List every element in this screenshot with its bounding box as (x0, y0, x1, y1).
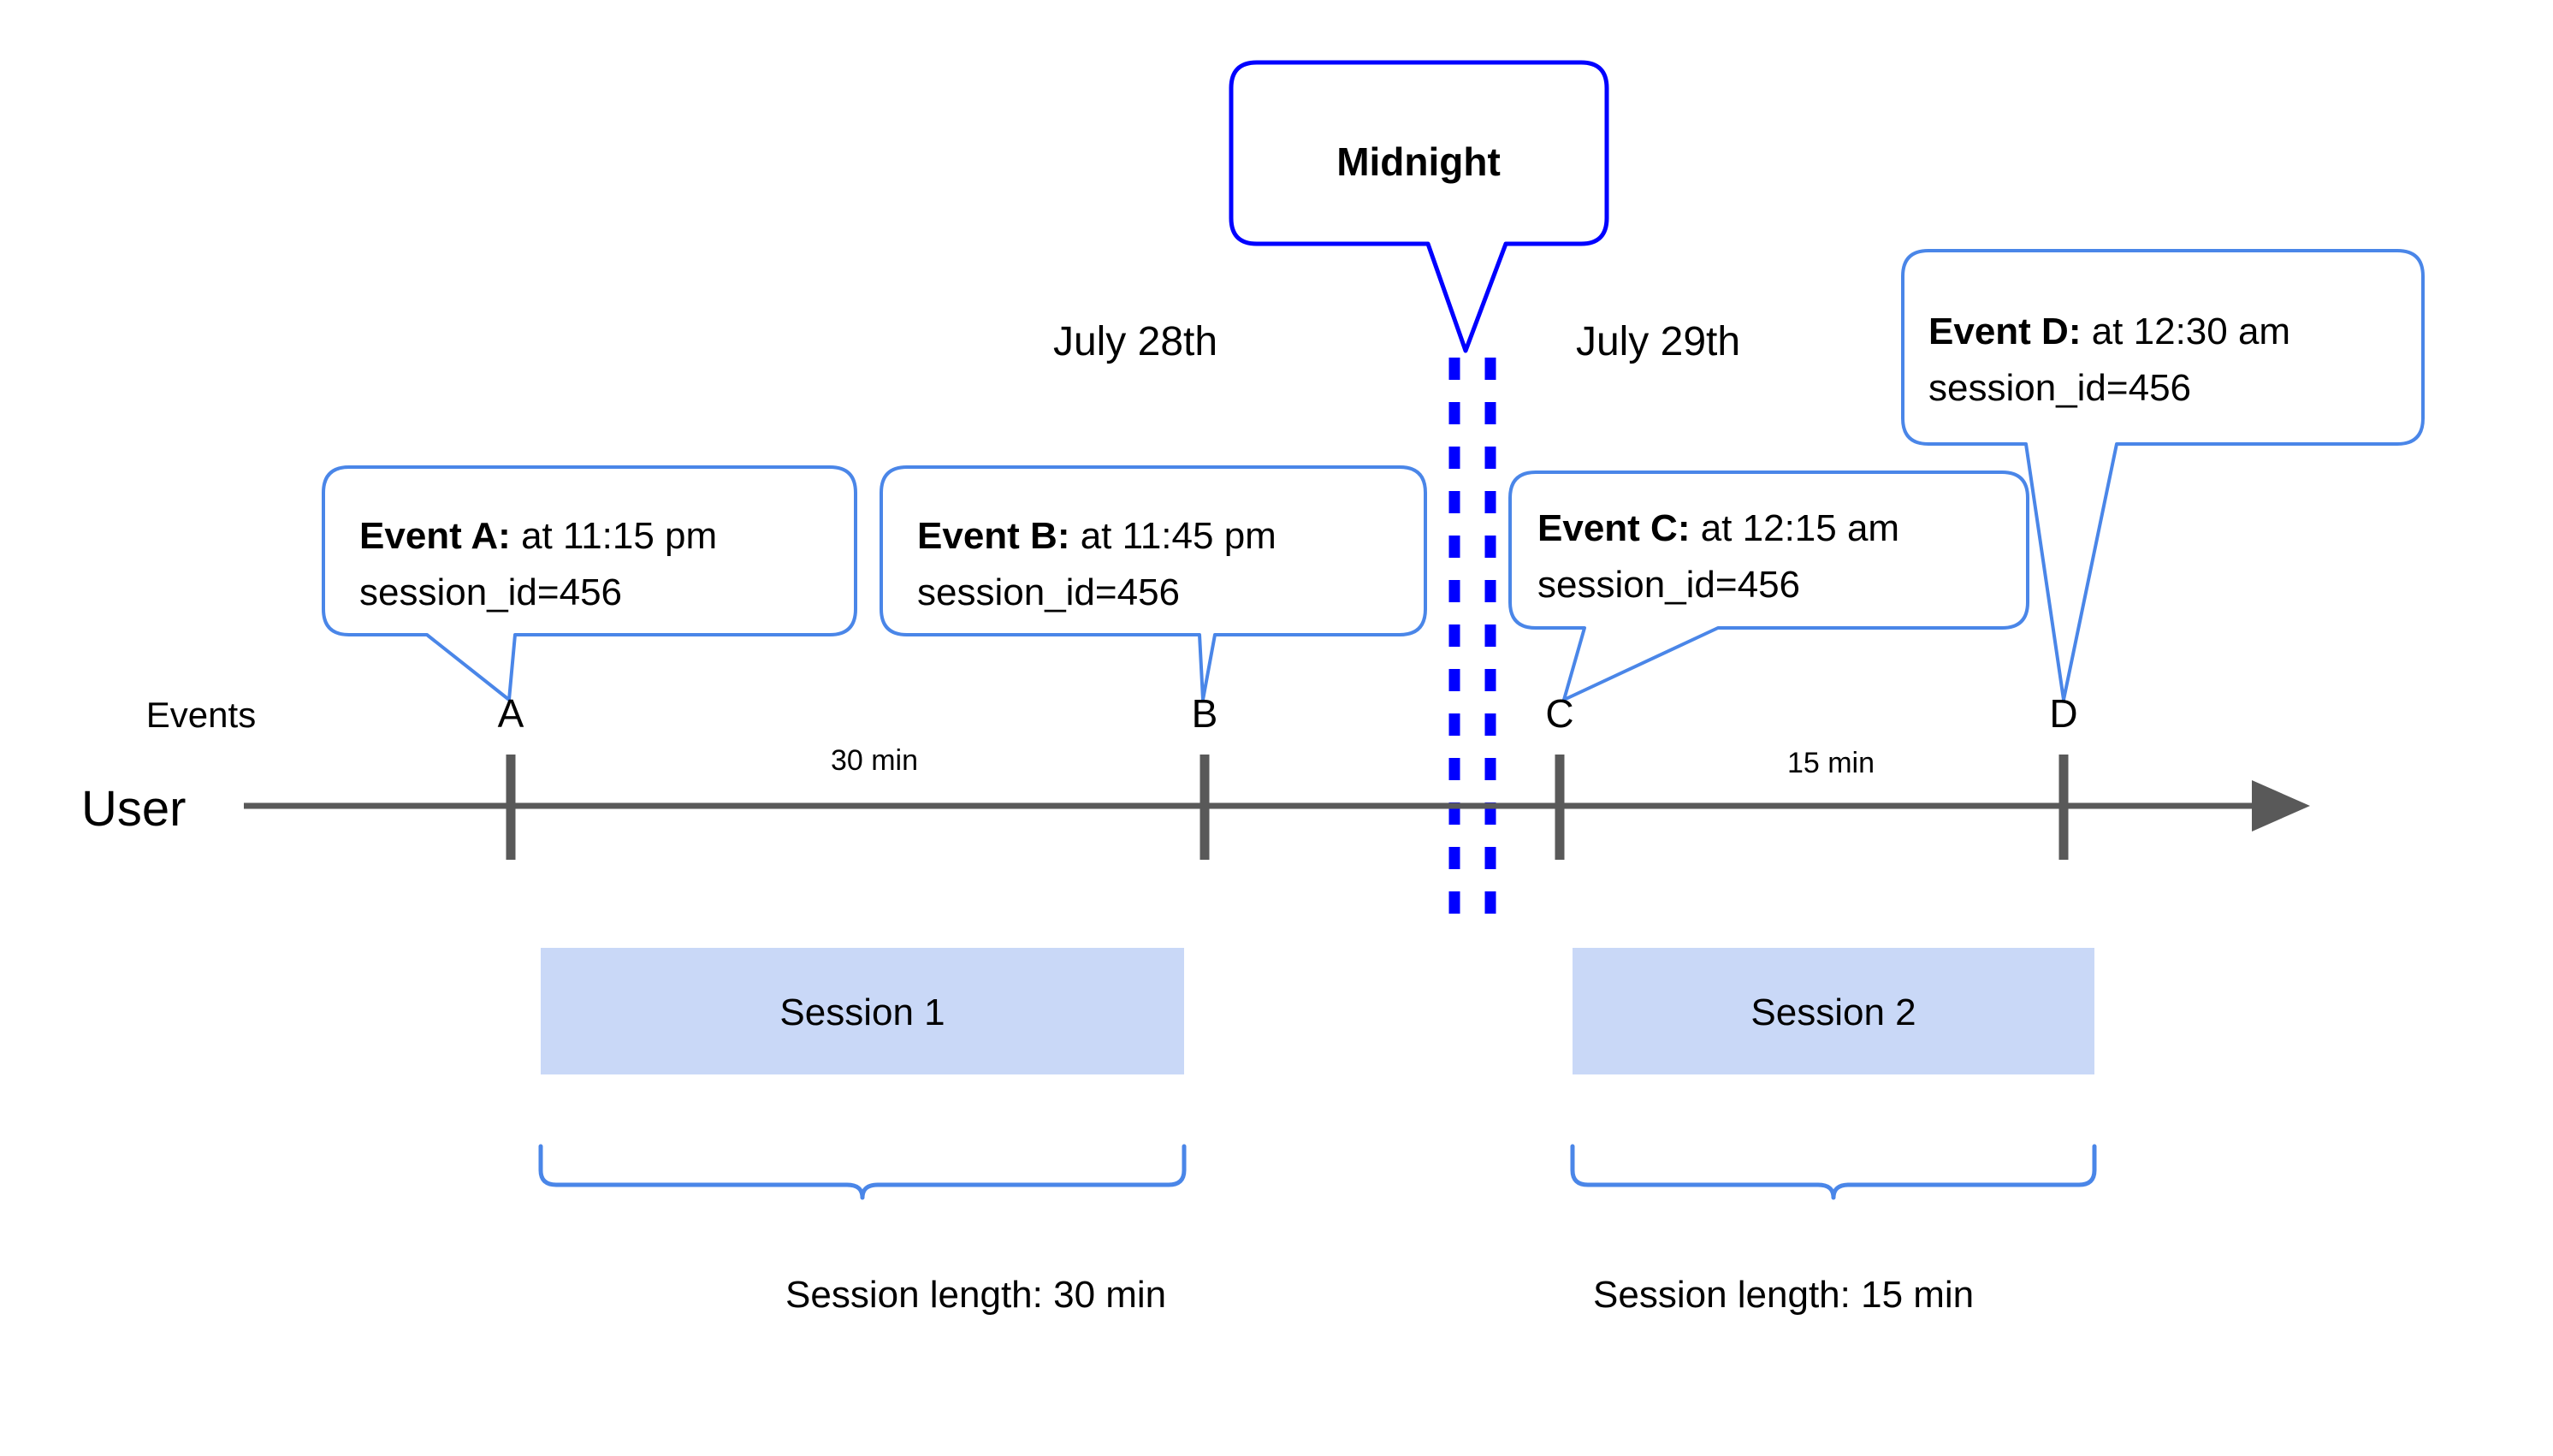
session-2-bar (1573, 948, 2094, 1074)
event-callout-a: Event A: at 11:15 pm session_id=456 (322, 465, 857, 701)
session-1-bar (541, 948, 1184, 1074)
event-a-bubble-shape (322, 465, 857, 701)
session-bars: Session 1 Session 2 (541, 948, 2094, 1074)
event-callout-c: Event C: at 12:15 am session_id=456 (1508, 471, 2029, 701)
session-braces (538, 1144, 2097, 1200)
timeline-axis (244, 755, 2310, 860)
date-label-july-29: July 29th (1576, 319, 1740, 364)
date-label-july-28: July 28th (1053, 319, 1217, 364)
event-b-time: at 11:45 pm (1069, 515, 1276, 557)
session-2-length-label: Session length: 15 min (1593, 1274, 1974, 1316)
event-c-title: Event C: (1537, 507, 1690, 549)
event-d-session-id: session_id=456 (1928, 367, 2191, 409)
midnight-callout: Midnight (1229, 60, 1609, 353)
session-2-label: Session 2 (1750, 991, 1916, 1033)
date-labels: July 28th July 29th (1053, 319, 1740, 364)
duration-label-30-min: 30 min (831, 744, 918, 777)
event-marker-letters: A B C D (498, 691, 2078, 736)
session-length-labels: Session length: 30 min Session length: 1… (785, 1274, 1974, 1316)
user-row-label: User (81, 781, 186, 837)
events-row-label: Events (146, 695, 256, 735)
event-callout-d: Event D: at 12:30 am session_id=456 (1901, 249, 2425, 701)
event-marker-label-d: D (2049, 691, 2077, 736)
event-c-session-id: session_id=456 (1537, 564, 1800, 606)
event-b-line1: Event B: at 11:45 pm (917, 515, 1276, 557)
midnight-label: Midnight (1336, 139, 1501, 184)
event-marker-label-a: A (498, 691, 524, 736)
event-d-bubble-shape (1901, 249, 2425, 701)
event-a-line1: Event A: at 11:15 pm (359, 515, 717, 557)
event-c-time: at 12:15 am (1690, 507, 1899, 549)
session-2-brace (1570, 1144, 2097, 1200)
event-c-line1: Event C: at 12:15 am (1537, 507, 1899, 549)
event-callout-b: Event B: at 11:45 pm session_id=456 (880, 465, 1427, 701)
midnight-divider (1448, 358, 1496, 932)
duration-label-15-min: 15 min (1787, 747, 1875, 779)
event-b-title: Event B: (917, 515, 1069, 557)
event-marker-label-b: B (1192, 691, 1218, 736)
event-a-title: Event A: (359, 515, 511, 557)
event-c-bubble-shape (1508, 471, 2029, 701)
midnight-bubble-shape (1229, 60, 1609, 353)
event-d-line1: Event D: at 12:30 am (1928, 311, 2290, 352)
session-1-length-label: Session length: 30 min (785, 1274, 1166, 1316)
event-b-session-id: session_id=456 (917, 571, 1180, 613)
session-1-label: Session 1 (779, 991, 945, 1033)
event-a-time: at 11:15 pm (511, 515, 717, 557)
duration-labels: 30 min 15 min (831, 744, 1875, 779)
event-b-bubble-shape (880, 465, 1427, 701)
event-d-title: Event D: (1928, 311, 2081, 352)
event-d-time: at 12:30 am (2081, 311, 2290, 352)
event-marker-label-c: C (1545, 691, 1573, 736)
axis-arrow-head (2252, 780, 2310, 832)
session-1-brace (538, 1144, 1187, 1200)
event-a-session-id: session_id=456 (359, 571, 622, 613)
